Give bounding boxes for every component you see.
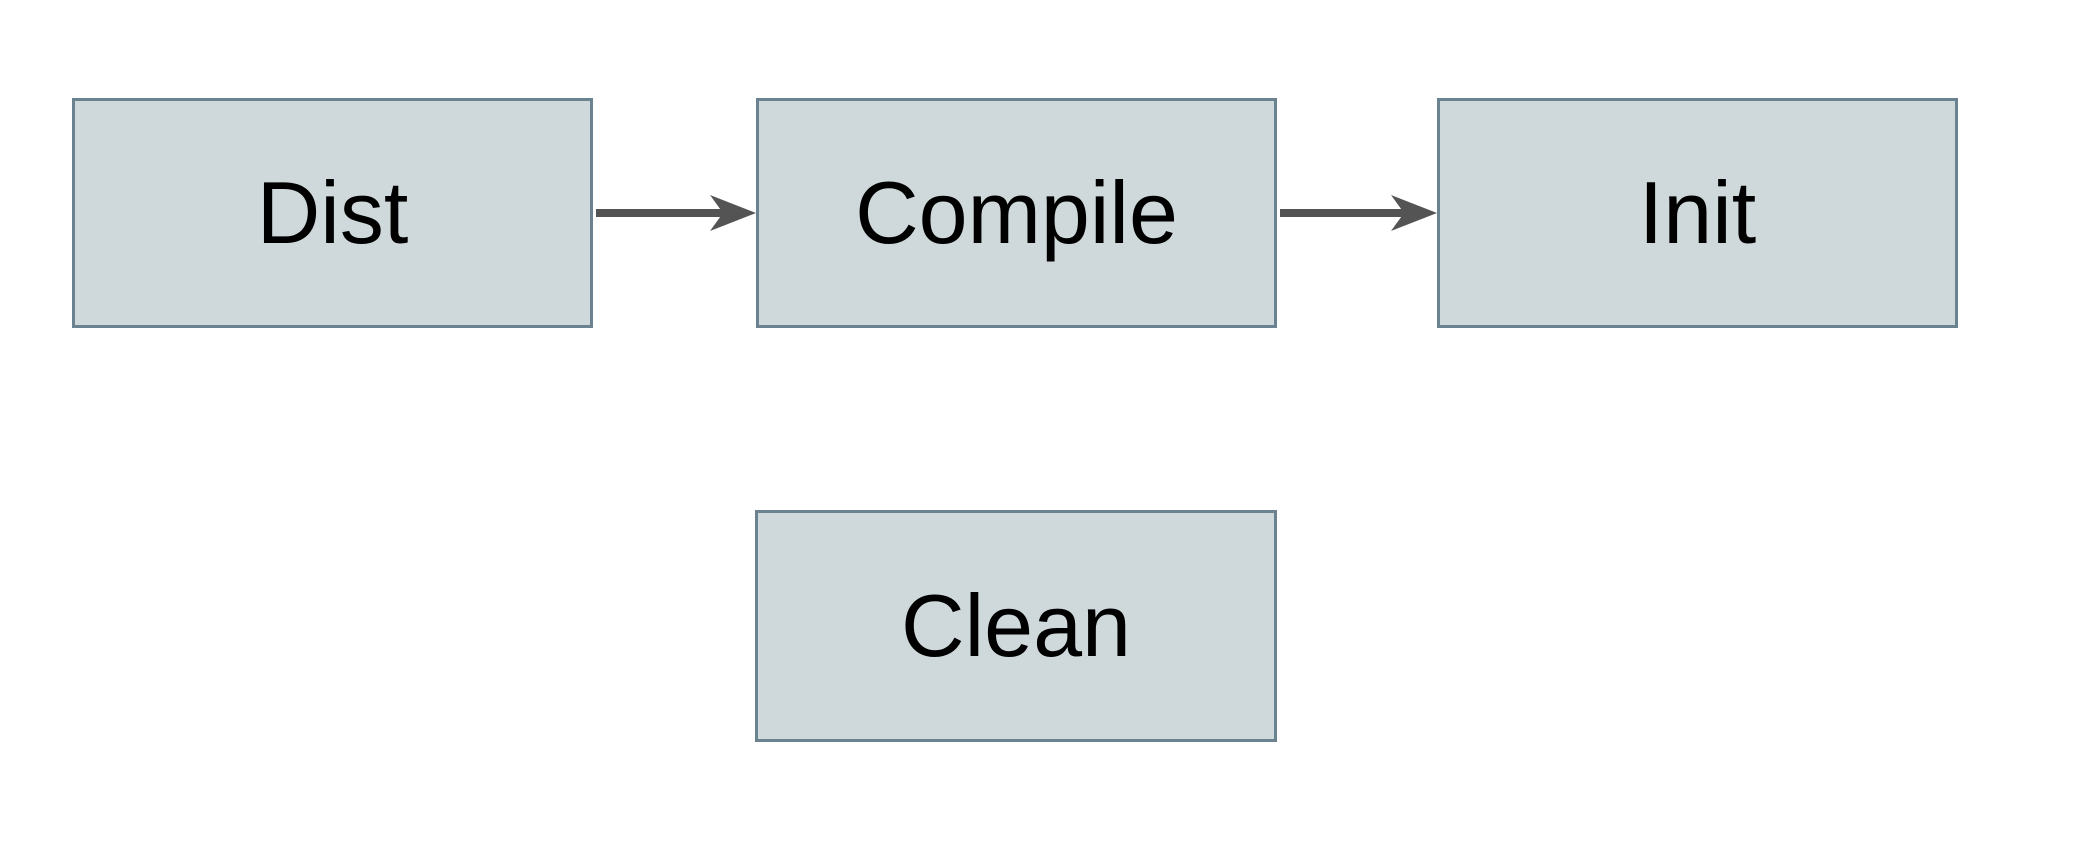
node-init: Init xyxy=(1437,98,1958,328)
node-compile-label: Compile xyxy=(855,163,1178,262)
node-compile: Compile xyxy=(756,98,1277,328)
node-dist: Dist xyxy=(72,98,593,328)
node-clean: Clean xyxy=(755,510,1277,742)
node-dist-label: Dist xyxy=(256,163,409,262)
node-clean-label: Clean xyxy=(901,576,1131,675)
arrow-compile-to-init xyxy=(1280,195,1437,231)
node-init-label: Init xyxy=(1638,163,1757,262)
arrow-dist-to-compile xyxy=(596,195,756,231)
